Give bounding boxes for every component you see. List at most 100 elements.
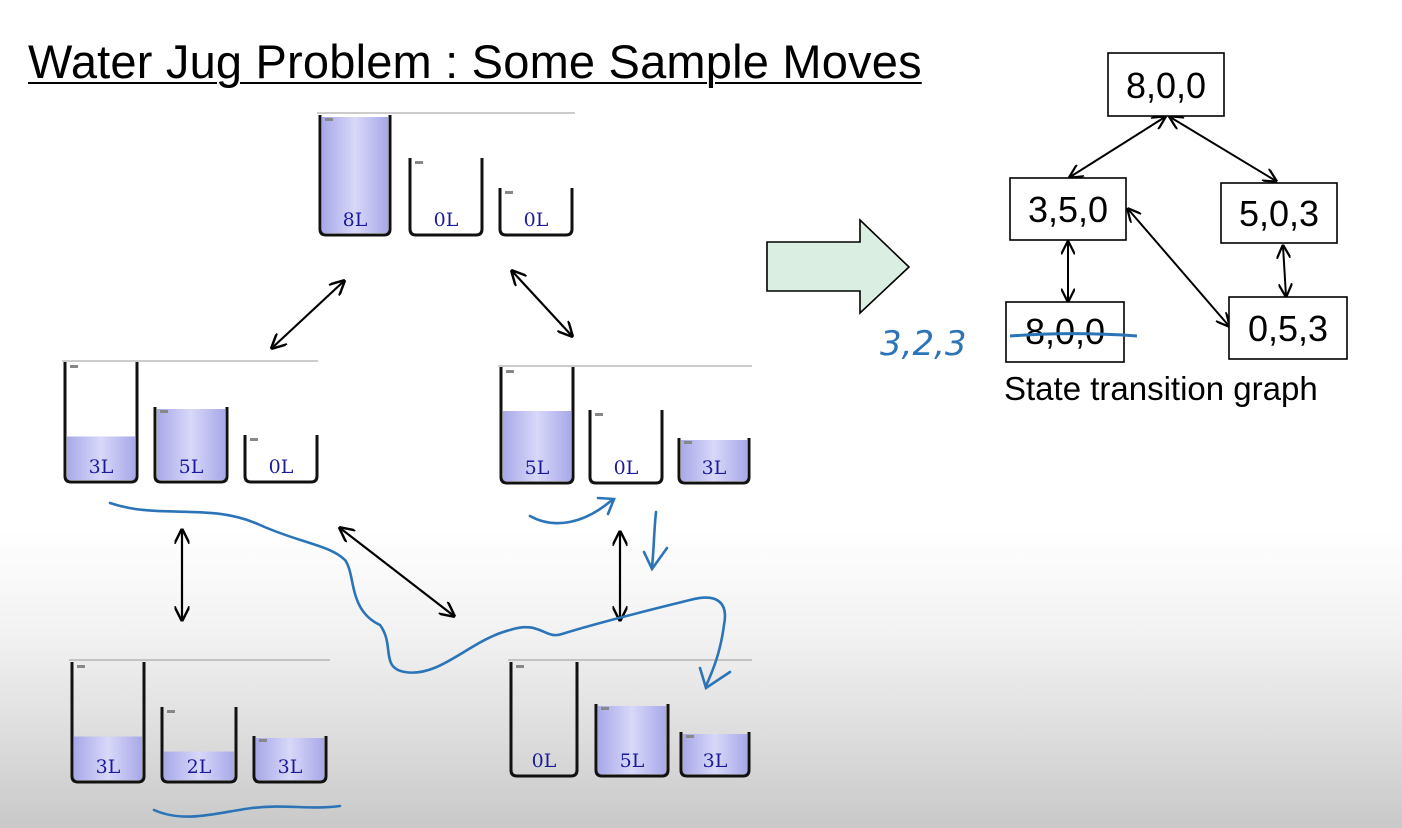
jug-state-middle-right: 5L 0L 3L	[498, 365, 752, 485]
jug-outline	[153, 407, 229, 484]
graph-node-left-child-label: 8,0,0	[1025, 311, 1105, 352]
jug-volume-label: 0L	[614, 457, 639, 479]
jug-level-mark	[250, 438, 258, 441]
jug-water-fill	[67, 436, 135, 480]
wavy-arrowhead	[698, 666, 732, 691]
jug-outline	[160, 707, 238, 784]
graph-edge-root-left	[1070, 117, 1165, 177]
jug-outline	[498, 188, 574, 237]
jug-outline	[588, 410, 664, 485]
jug-state-middle-left: 3L 5L 0L	[62, 360, 319, 484]
transform-block-arrow	[766, 218, 911, 315]
jug-outline	[509, 662, 579, 778]
underline-squiggle	[152, 804, 342, 818]
jug-water-fill	[681, 440, 747, 481]
handwritten-note: 3,2,3	[880, 324, 967, 364]
jug-water-fill	[256, 738, 324, 780]
graph-node-left: 3,5,0	[1009, 177, 1127, 241]
jug-level-mark	[77, 665, 85, 668]
jug-level-mark	[601, 707, 609, 710]
jug-level-mark	[516, 665, 524, 668]
jug: 8L	[318, 115, 392, 237]
jug-volume-label: 3L	[89, 456, 114, 478]
jug: 0L	[498, 188, 574, 237]
jug-level-mark	[325, 118, 333, 121]
graph-edge-left-rightchild	[1128, 209, 1229, 326]
graph-node-left-label: 3,5,0	[1028, 189, 1108, 230]
jug-state-bottom-right: 0L 5L 3L	[508, 659, 752, 778]
jug-level-mark	[167, 710, 175, 713]
jug-volume-label: 0L	[269, 456, 294, 478]
jug-level-mark	[684, 441, 692, 444]
graph-node-right-child-label: 0,5,3	[1248, 308, 1328, 349]
graph-caption: State transition graph	[1004, 370, 1318, 407]
jug: 3L	[679, 732, 751, 778]
jug: 3L	[252, 736, 328, 784]
jug-level-mark	[259, 739, 267, 742]
jug-volume-label: 0L	[524, 209, 549, 231]
jug: 0L	[243, 435, 319, 484]
jug-state-top: 8L 0L 0L	[317, 112, 575, 237]
jug: 2L	[160, 707, 238, 784]
jug-outline	[679, 732, 751, 778]
graph-node-root: 8,0,0	[1107, 52, 1225, 117]
jug-level-mark	[505, 191, 513, 194]
jug-level-mark	[595, 413, 603, 416]
graph-node-right-child: 0,5,3	[1228, 296, 1348, 360]
jug: 0L	[408, 158, 484, 237]
jug-outline	[63, 362, 139, 484]
jug: 0L	[588, 410, 664, 485]
jug-volume-label: 3L	[702, 457, 727, 479]
jug-volume-label: 5L	[179, 456, 204, 478]
jug-volume-label: 2L	[187, 756, 212, 778]
arrow-top-to-middle-right	[512, 271, 572, 336]
jug-water-fill	[74, 736, 142, 780]
handwritten-annotations	[108, 496, 732, 818]
jug-volume-label: 5L	[620, 750, 645, 772]
jug-outline	[252, 736, 328, 784]
jug-outline	[594, 704, 670, 778]
jug-water-fill	[683, 734, 747, 774]
jug: 3L	[63, 362, 139, 484]
jug-outline	[318, 115, 392, 237]
graph-edge-right-rightchild	[1283, 246, 1286, 296]
jug-water-fill	[503, 411, 571, 481]
jug-level-mark	[686, 735, 694, 738]
jug-outline	[70, 662, 146, 784]
graph-node-right: 5,0,3	[1220, 182, 1338, 244]
curl-arrow-right	[528, 498, 614, 525]
jug-level-mark	[415, 161, 423, 164]
curl-arrowhead	[596, 496, 616, 516]
jug-outline	[677, 438, 751, 485]
jug: 0L	[509, 662, 579, 778]
jug-volume-label: 8L	[343, 209, 368, 231]
jug: 3L	[677, 438, 751, 485]
wavy-path-stroke	[108, 501, 727, 688]
jug-outline	[408, 158, 484, 237]
state-transition-graph: 8,0,0 3,5,0 5,0,3 8,0,0 0,5,3 State tran…	[880, 52, 1348, 407]
jug-volume-label: 3L	[703, 750, 728, 772]
graph-node-left-child: 8,0,0	[1005, 301, 1138, 363]
page-title: Water Jug Problem : Some Sample Moves	[28, 35, 922, 88]
jug-water-fill	[598, 706, 666, 774]
jug-water-fill	[164, 751, 234, 780]
jug-volume-label: 0L	[532, 750, 557, 772]
jug-water-fill	[322, 117, 388, 233]
jug-level-mark	[160, 410, 168, 413]
jug-transition-arrows	[182, 271, 620, 620]
strikethrough-mark	[1009, 332, 1138, 338]
graph-edge-root-right	[1170, 117, 1276, 181]
jug-level-mark	[506, 370, 514, 373]
jug-volume-label: 0L	[434, 209, 459, 231]
jug-outline	[243, 435, 319, 484]
jug-volume-label: 5L	[525, 457, 550, 479]
jug-water-fill	[157, 409, 225, 480]
graph-node-root-label: 8,0,0	[1126, 65, 1206, 106]
arrow-top-to-middle-left	[272, 281, 344, 348]
jug: 5L	[594, 704, 670, 778]
down-arrow-stroke	[650, 510, 658, 569]
jug-outline	[499, 367, 575, 485]
